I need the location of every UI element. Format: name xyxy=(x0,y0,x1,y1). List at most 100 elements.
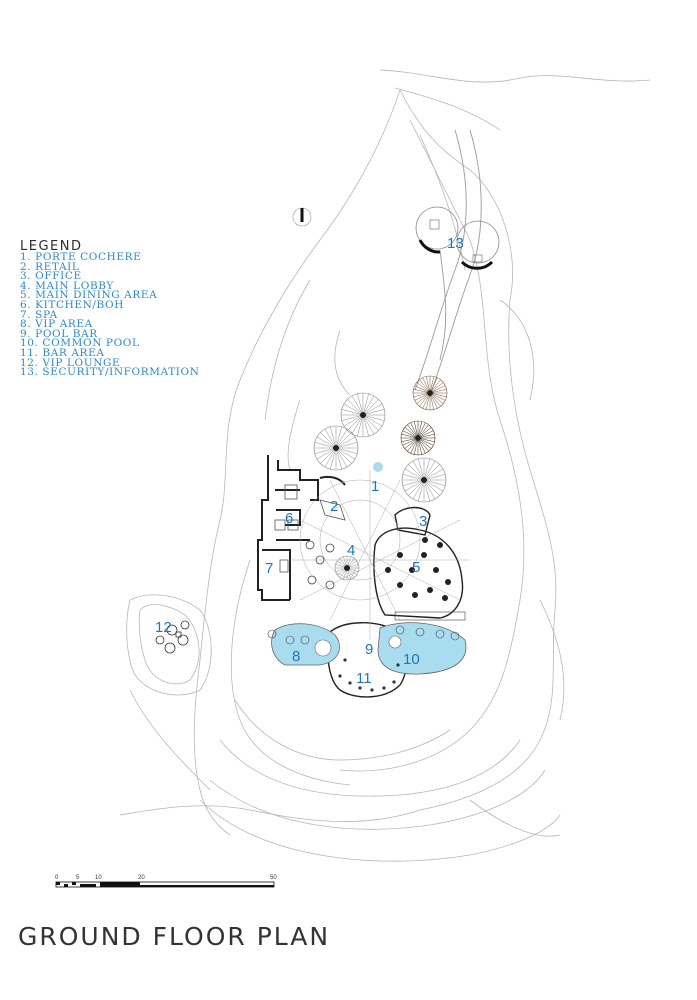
roof-spoke xyxy=(414,394,428,401)
roof-spoke xyxy=(425,481,440,496)
roof-spoke xyxy=(347,416,362,431)
roof-spoke xyxy=(416,382,428,392)
legend: LEGEND 1. PORTE COCHERE 2. RETAIL 3. OFF… xyxy=(20,240,220,378)
roof-spoke xyxy=(351,395,362,413)
roof-spoke xyxy=(364,416,379,431)
roof-spoke xyxy=(330,426,336,446)
legend-item: 11. BAR AREA xyxy=(20,346,105,359)
plan-label-9: 9 xyxy=(365,641,373,658)
roof-spoke xyxy=(338,442,358,448)
roof-spoke xyxy=(424,458,430,478)
roof-spoke xyxy=(418,482,424,502)
roof-spoke xyxy=(337,569,345,576)
service-wing-inner xyxy=(274,484,346,573)
plan-label-12: 12 xyxy=(155,619,172,636)
plan-label-3: 3 xyxy=(419,513,427,530)
roof-spoke xyxy=(432,394,446,401)
roof-spoke xyxy=(431,379,441,391)
roof-spoke xyxy=(320,449,335,464)
roof-spoke xyxy=(425,464,440,479)
roof-spoke xyxy=(419,440,426,454)
roof-spoke xyxy=(425,482,436,500)
legend-item: 12. VIP LOUNGE xyxy=(20,356,121,369)
plan-label-7: 7 xyxy=(265,560,273,577)
plan-label-1: 1 xyxy=(371,478,379,495)
roof-spoke xyxy=(418,421,423,436)
roof-spoke xyxy=(365,403,383,414)
security-pavilions xyxy=(415,206,500,270)
legend-item: 3. OFFICE xyxy=(20,270,82,283)
legend-item: 5. MAIN DINING AREA xyxy=(20,289,158,302)
roof-hub xyxy=(344,565,350,571)
plan-label-13: 13 xyxy=(447,235,464,252)
roof-hub xyxy=(427,390,433,396)
roof-spoke xyxy=(430,395,435,410)
roof-spoke xyxy=(339,570,346,578)
roof-spoke xyxy=(364,417,375,435)
roof-spoke xyxy=(404,439,416,449)
roof-hub xyxy=(333,445,339,451)
roof-spoke xyxy=(324,428,335,446)
roof-spoke xyxy=(316,449,334,460)
roof-spoke xyxy=(338,448,358,454)
legend-item: 9. POOL BAR xyxy=(20,327,98,340)
roof-spoke xyxy=(426,480,446,486)
roof-spoke xyxy=(414,385,428,392)
roof-spoke xyxy=(431,377,438,391)
roof-spoke xyxy=(335,564,345,568)
roof-spoke xyxy=(348,558,355,566)
roof-spoke xyxy=(413,388,428,393)
lobby-grid xyxy=(290,470,470,640)
site-contours xyxy=(119,69,651,862)
roof-spoke xyxy=(336,426,342,446)
plan-label-6: 6 xyxy=(285,510,293,527)
scale-bar: 0 5 10 20 50 xyxy=(55,875,277,888)
roof-spoke xyxy=(347,570,351,580)
roof-hub xyxy=(360,412,366,418)
roof-spoke xyxy=(338,436,356,447)
roof-spoke xyxy=(343,570,347,580)
roof-spoke xyxy=(341,415,361,421)
roof-spoke xyxy=(351,417,362,435)
plan-title: GROUND FLOOR PLAN xyxy=(18,922,331,951)
roof-spoke xyxy=(425,460,436,478)
access-road xyxy=(414,129,482,396)
roof-spoke xyxy=(337,560,345,567)
legend-item: 6. KITCHEN/BOH xyxy=(20,298,125,311)
roof-spoke xyxy=(357,417,363,437)
roof-spoke xyxy=(430,376,435,391)
roof-spoke xyxy=(337,428,348,446)
roof-spoke xyxy=(365,415,385,421)
roof-spoke xyxy=(338,449,356,460)
roof-spoke xyxy=(431,395,438,409)
roof-spoke xyxy=(324,450,335,468)
roof-spoke xyxy=(432,394,444,404)
scale-tick-0: 0 xyxy=(55,875,59,881)
roof-spoke xyxy=(407,440,417,452)
legend-item: 1. PORTE COCHERE xyxy=(20,251,142,263)
legend-item: 8. VIP AREA xyxy=(20,318,93,331)
roof-spoke xyxy=(349,560,357,567)
legend-item: 7. SPA xyxy=(20,308,58,321)
roof-spoke xyxy=(348,570,355,578)
roof-spoke xyxy=(422,395,429,409)
roof-spoke xyxy=(424,482,430,502)
roof-spoke xyxy=(413,393,428,398)
roof-spoke xyxy=(335,568,345,572)
legend-item: 2. RETAIL xyxy=(20,260,80,273)
roof-spoke xyxy=(426,474,446,480)
roof-spoke xyxy=(347,399,362,414)
roof-spoke xyxy=(357,393,363,413)
scale-tick-20: 20 xyxy=(138,875,145,881)
roof-spoke xyxy=(410,440,417,454)
roof-spoke xyxy=(404,468,422,479)
plan-labels: 1 2 3 4 5 6 7 8 9 10 11 12 13 xyxy=(155,235,464,687)
lobby-seating xyxy=(305,540,335,590)
roof-spoke xyxy=(349,569,357,576)
scale-tick-10: 10 xyxy=(95,875,102,881)
roof-spoke xyxy=(420,439,432,449)
roof-spoke xyxy=(432,382,444,392)
roof-spoke xyxy=(365,416,383,427)
roof-spoke xyxy=(412,460,423,478)
